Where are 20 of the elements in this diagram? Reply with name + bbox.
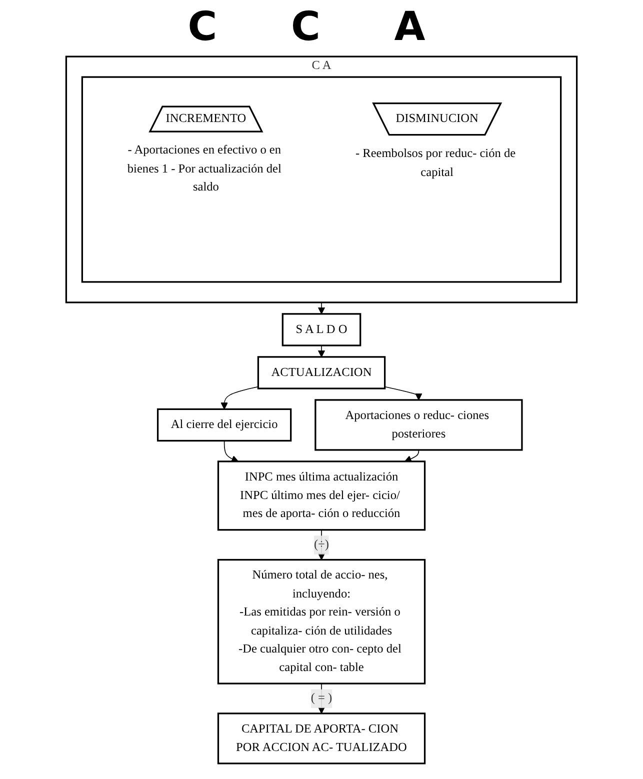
node-box: ACTUALIZACION (257, 356, 386, 390)
edge-label: (÷) (314, 538, 329, 552)
arrow (224, 440, 239, 462)
node-label: - Reembolsos por reduc- ción de capital (355, 147, 516, 179)
node-label: - Aportaciones en efectivo o en bienes 1 - Por actualización del saldo (127, 144, 282, 194)
node-box: S A L D O (282, 313, 362, 346)
arrow (318, 683, 326, 714)
node-box: CAPITAL DE APORTA- CION POR ACCION AC- TUALIZADO (217, 712, 426, 764)
title: C C A (186, 4, 456, 50)
arrow (318, 302, 326, 314)
node-box: INPC mes última actualización INPC último mes del ejer- cicio/ mes de aporta- ción o reducción (217, 460, 426, 531)
edge-label: ( = ) (310, 692, 332, 705)
arrow (384, 386, 422, 400)
node-box: Número total de accio- nes, incluyendo: -Las emitidas por rein- versión o capitaliza- ción de utilidades -De cualquier otro con- cepto del capital con- table (217, 558, 426, 684)
arrow (404, 450, 420, 462)
node-box: Al cierre del ejercicio (156, 408, 292, 442)
node-box: Aportaciones o reduc- ciones posteriores (314, 399, 523, 451)
cluster (81, 76, 562, 283)
arrow (318, 345, 326, 358)
arrow (220, 386, 259, 410)
